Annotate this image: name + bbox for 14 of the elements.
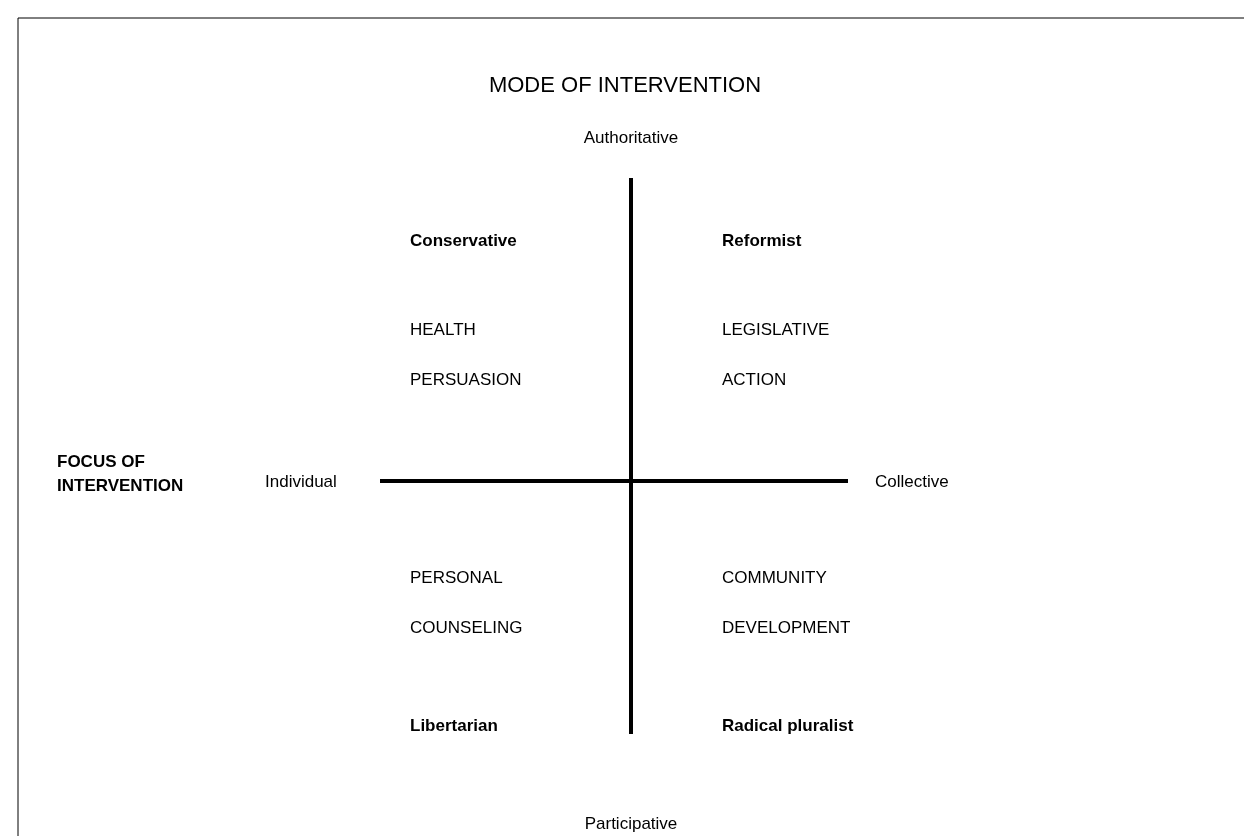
quadrant-label: HEALTH PERSUASION — [410, 319, 522, 391]
quadrant-label: LEGISLATIVE ACTION — [722, 319, 830, 391]
quadrant-label: PERSONAL COUNSELING — [410, 567, 523, 639]
axis-end-label: Authoritative — [583, 126, 679, 148]
quadrant-title: Radical pluralist — [722, 714, 854, 736]
axis-title: FOCUS OF INTERVENTION — [57, 451, 185, 497]
axis-end-label: Collective — [875, 470, 949, 492]
quadrant-title: Libertarian — [410, 714, 498, 736]
axis-end-label: Individual — [265, 470, 337, 492]
axis-title: MODE OF INTERVENTION — [488, 72, 762, 98]
quadrant-title: Conservative — [410, 229, 517, 251]
axis-end-label: Participative — [584, 812, 678, 834]
quadrant-label: COMMUNITY DEVELOPMENT — [722, 567, 851, 639]
quadrant-title: Reformist — [722, 229, 802, 251]
